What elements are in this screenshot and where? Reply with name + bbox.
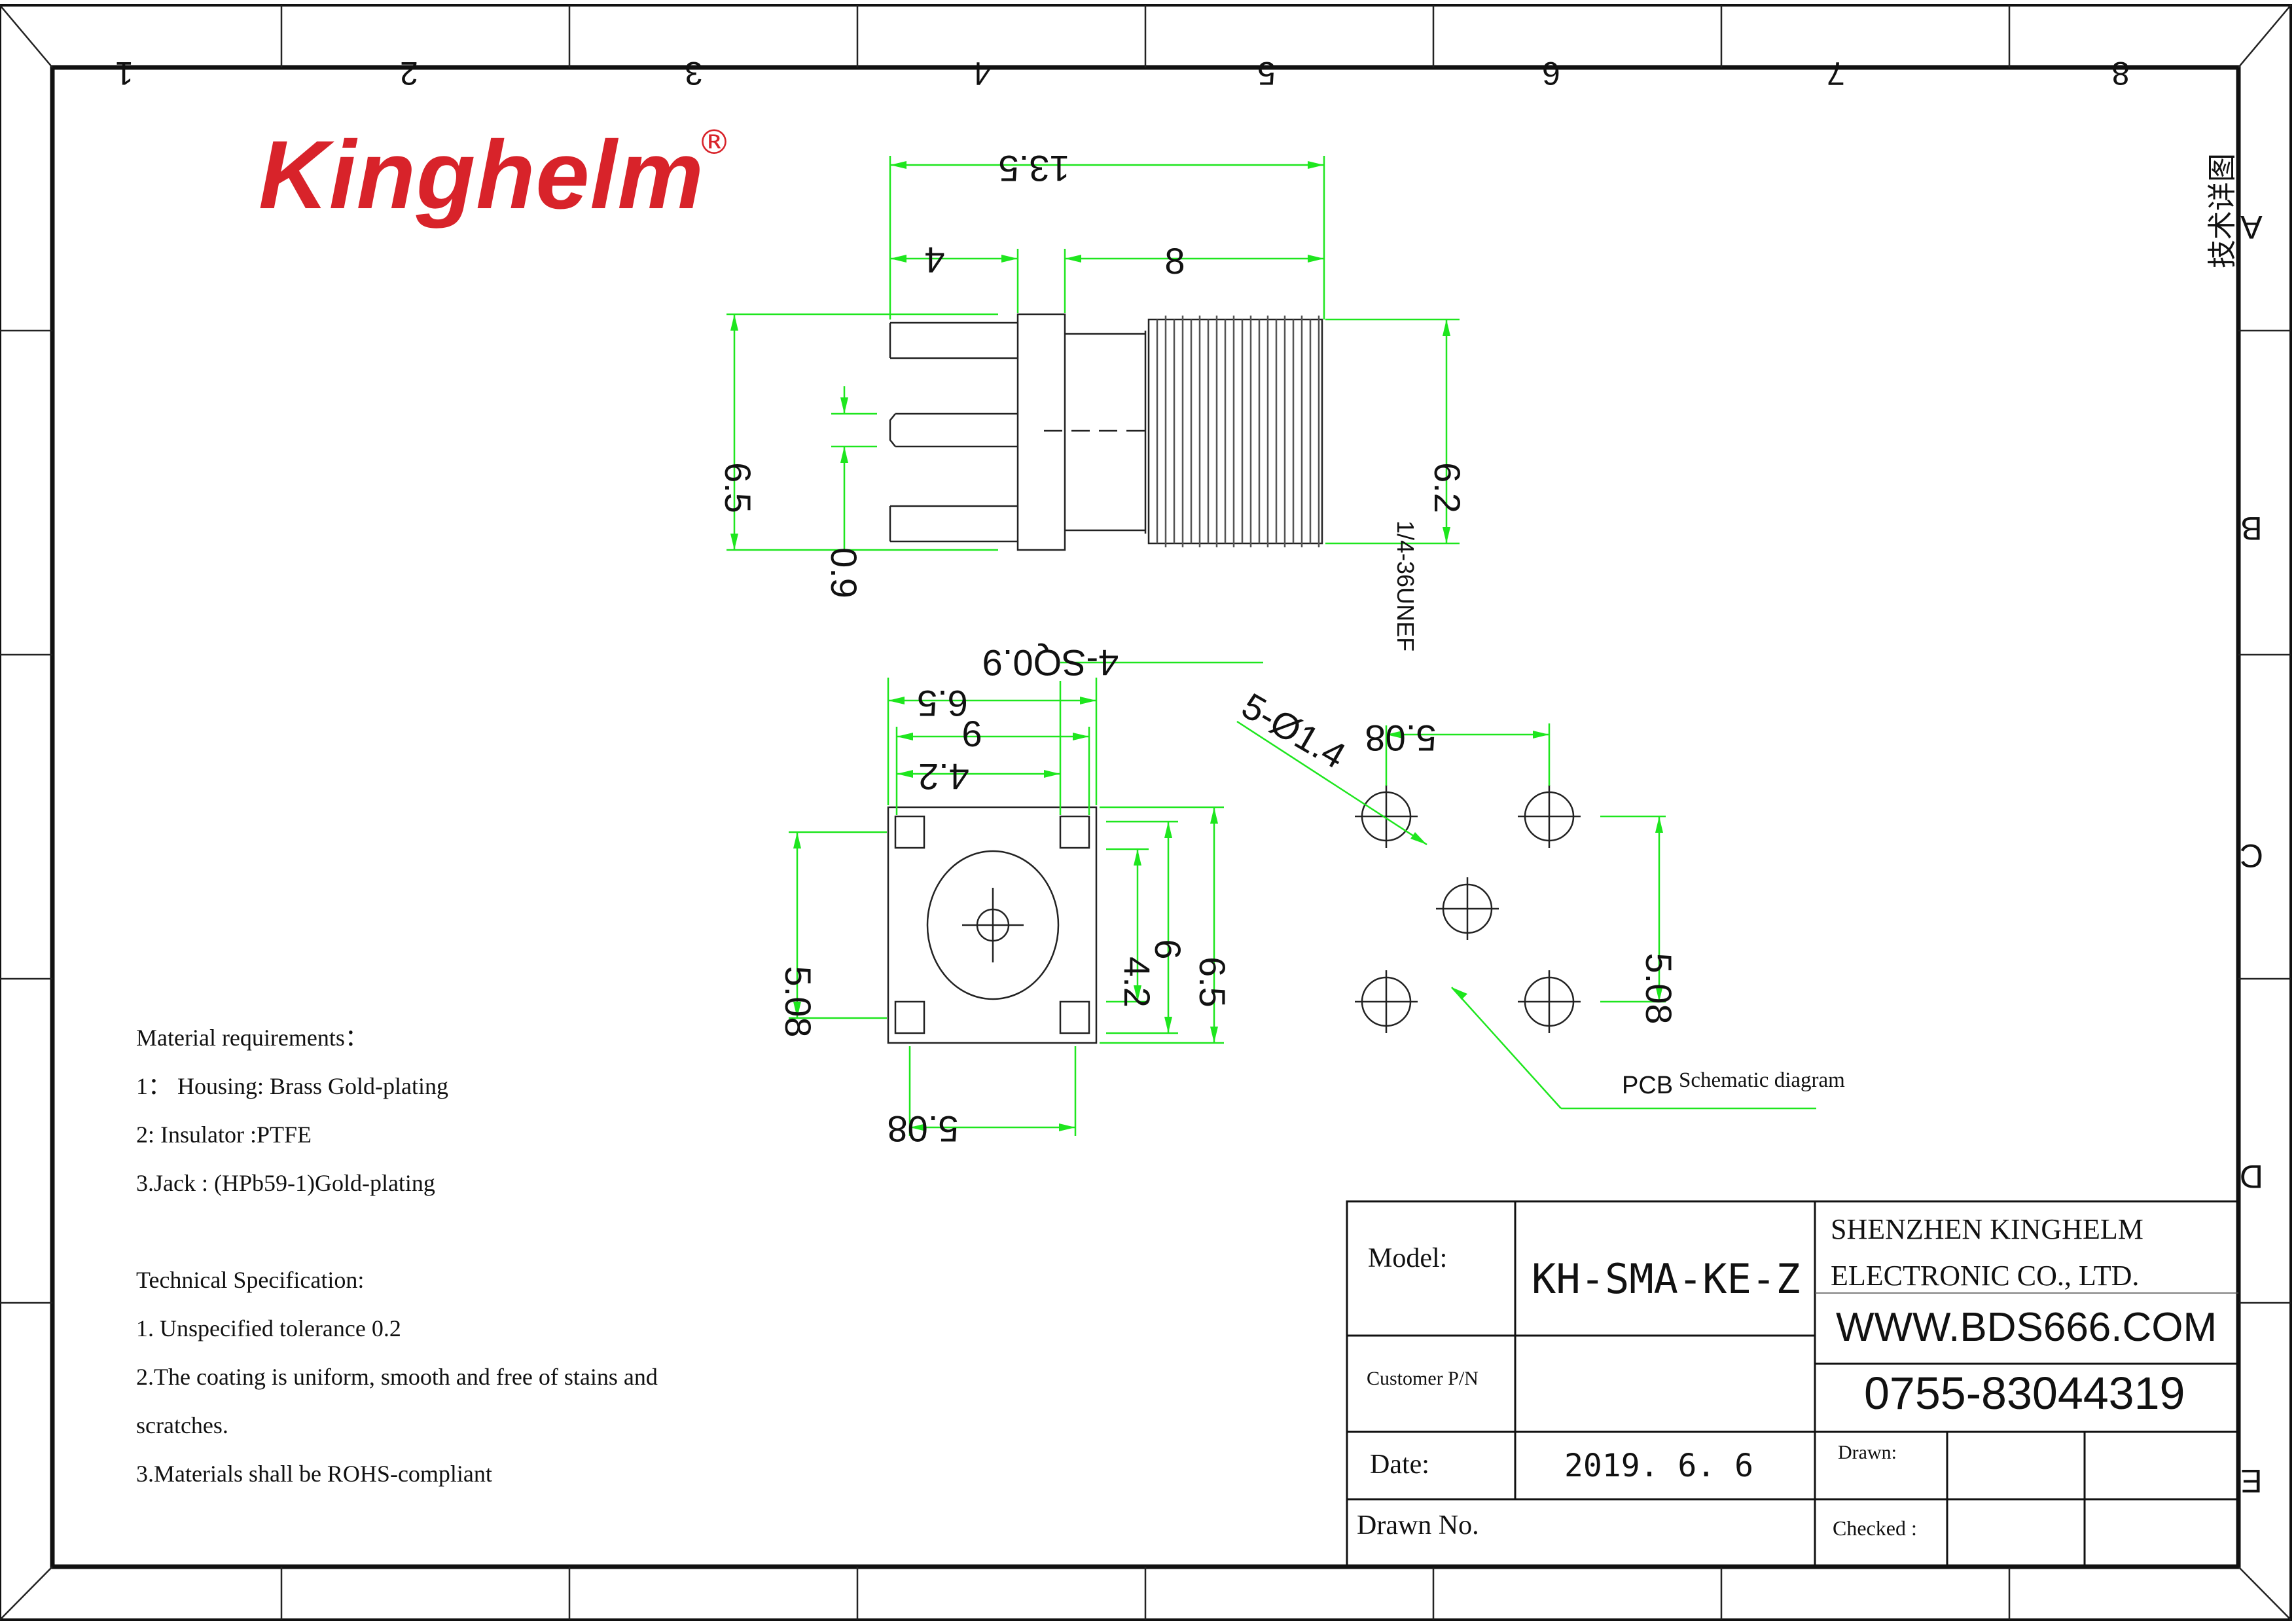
- date-label: Date:: [1370, 1450, 1429, 1480]
- dim-height-mid: 6: [1147, 939, 1189, 959]
- company-line-1: SHENZHEN KINGHELM: [1831, 1213, 2144, 1245]
- dim-pin-pitch-v: 5.08: [778, 966, 819, 1038]
- material-item: 2: Insulator :PTFE: [136, 1122, 312, 1148]
- dim-flange-height: 6.5: [717, 462, 759, 513]
- website: WWW.BDS666.COM: [1836, 1305, 2217, 1350]
- pcb-label: Schematic diagram: [1679, 1068, 1845, 1092]
- notes-block: Material requirements： 1： Housing: Brass…: [136, 1013, 791, 1498]
- dim-flange-length: 4: [924, 240, 944, 281]
- row-label-e: E: [2240, 1463, 2262, 1499]
- checked-label: Checked :: [1833, 1516, 1917, 1540]
- row-label-b: B: [2240, 510, 2262, 547]
- tech-item: 2.The coating is uniform, smooth and fre…: [136, 1364, 658, 1390]
- col-label-5: 5: [1257, 55, 1276, 92]
- dim-height-outer: 6.5: [1192, 957, 1233, 1008]
- dim-pin-diameter: 0.9: [823, 547, 865, 598]
- dim-width-outer: 6.5: [917, 683, 968, 724]
- thread-spec: 1/4-36UNEF: [1392, 520, 1419, 651]
- row-label-d: D: [2240, 1158, 2263, 1195]
- company-line-2: ELECTRONIC CO., LTD.: [1831, 1260, 2139, 1292]
- col-label-1: 1: [115, 55, 134, 92]
- logo-wordmark: Kinghelm: [259, 121, 704, 229]
- dim-pin-size: 4-SQ0.9: [982, 642, 1119, 684]
- model-label: Model:: [1368, 1243, 1447, 1273]
- row-label-a: A: [2240, 209, 2263, 246]
- sheet-frame: 1 2 3 4 5 6 7 8 A B C D E 技术详图: [0, 4, 2292, 1621]
- tech-title: Technical Specification:: [136, 1267, 365, 1293]
- drawn-no-label: Drawn No.: [1357, 1510, 1479, 1541]
- notes-spacer: [136, 1207, 791, 1256]
- dim-height-inner: 4.2: [1117, 957, 1158, 1008]
- pcb-holes-label: 5-Ø1.4: [1235, 685, 1353, 776]
- col-label-6: 6: [1542, 55, 1560, 92]
- side-view: 13.5 4 8 6.5 6.2 0.9 1/4-36UNEF: [717, 148, 1468, 651]
- drawn-label: Drawn:: [1838, 1442, 1897, 1463]
- side-note: 技术详图: [2206, 153, 2239, 268]
- dim-overall-length: 13.5: [999, 148, 1070, 189]
- pcb-pitch-v: 5.08: [1638, 953, 1679, 1025]
- col-label-4: 4: [973, 55, 991, 92]
- customer-pn-label: Customer P/N: [1367, 1368, 1479, 1389]
- material-item: 3.Jack : (HPb59-1)Gold-plating: [136, 1170, 435, 1196]
- col-label-8: 8: [2111, 55, 2130, 92]
- col-label-7: 7: [1827, 55, 1845, 92]
- logo-registered-mark: ®: [697, 123, 731, 162]
- col-label-2: 2: [400, 55, 418, 92]
- phone: 0755-83044319: [1864, 1368, 2185, 1419]
- title-block: Model: KH-SMA-KE-Z Customer P/N Date: 20…: [1346, 1200, 2240, 1568]
- front-view: 4-SQ0.9 6.5 6 4.2 6.5 6 4.2 5.08 5.08: [778, 642, 1263, 1150]
- tech-item: 3.Materials shall be ROHS-compliant: [136, 1461, 492, 1487]
- pcb-view: 5-Ø1.4 5.08 5.08 PCB Schematic diagram: [1235, 685, 1845, 1110]
- pcb-label-prefix: PCB: [1622, 1072, 1673, 1099]
- material-title: Material requirements：: [136, 1025, 368, 1051]
- tech-item: scratches.: [136, 1412, 228, 1438]
- row-label-c: C: [2240, 837, 2263, 874]
- dim-width-mid: 6: [961, 713, 982, 754]
- dim-thread-diameter: 6.2: [1427, 462, 1468, 513]
- kinghelm-logo: Kinghelm ®: [259, 121, 731, 229]
- date-value: 2019. 6. 6: [1564, 1448, 1753, 1484]
- col-label-3: 3: [685, 55, 703, 92]
- pcb-pitch-h: 5.08: [1365, 718, 1437, 759]
- model-value: KH-SMA-KE-Z: [1532, 1255, 1801, 1303]
- dim-width-inner: 4.2: [918, 756, 969, 797]
- tech-item: 1. Unspecified tolerance 0.2: [136, 1315, 401, 1341]
- material-item: 1： Housing: Brass Gold-plating: [136, 1073, 448, 1099]
- dim-pin-pitch-h: 5.08: [888, 1108, 959, 1150]
- dim-thread-length: 8: [1164, 240, 1185, 282]
